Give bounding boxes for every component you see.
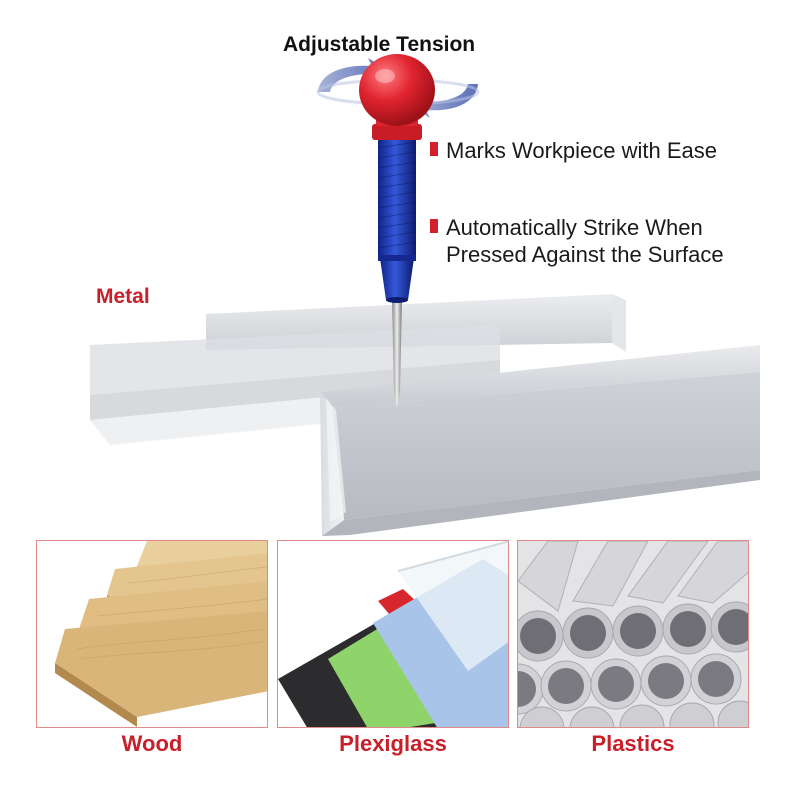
adjustable-tension-title: Adjustable Tension [283,33,476,56]
plastic-pipes-image [518,541,748,727]
plastics-panel [517,540,749,728]
wood-panel [36,540,268,728]
feature-text: Automatically Strike When Pressed Agains… [446,215,724,267]
feature-auto-strike: Automatically Strike When Pressed Agains… [428,214,786,268]
wood-label: Wood [121,731,183,756]
plastics-label: Plastics [591,731,675,756]
plexiglass-label: Plexiglass [339,731,447,756]
metal-label: Metal [96,285,150,308]
center-punch [359,54,435,408]
metal-illustration [90,54,760,536]
plexiglass-sheets-image [278,541,508,727]
red-square-bullet-icon [430,142,438,156]
feature-marks-workpiece: Marks Workpiece with Ease [428,137,786,164]
red-square-bullet-icon [430,219,438,233]
plexiglass-panel [277,540,509,728]
feature-text: Marks Workpiece with Ease [446,138,718,163]
wood-boards-image [37,541,267,727]
metal-scene [90,54,760,536]
square-tube-profile [320,345,760,536]
